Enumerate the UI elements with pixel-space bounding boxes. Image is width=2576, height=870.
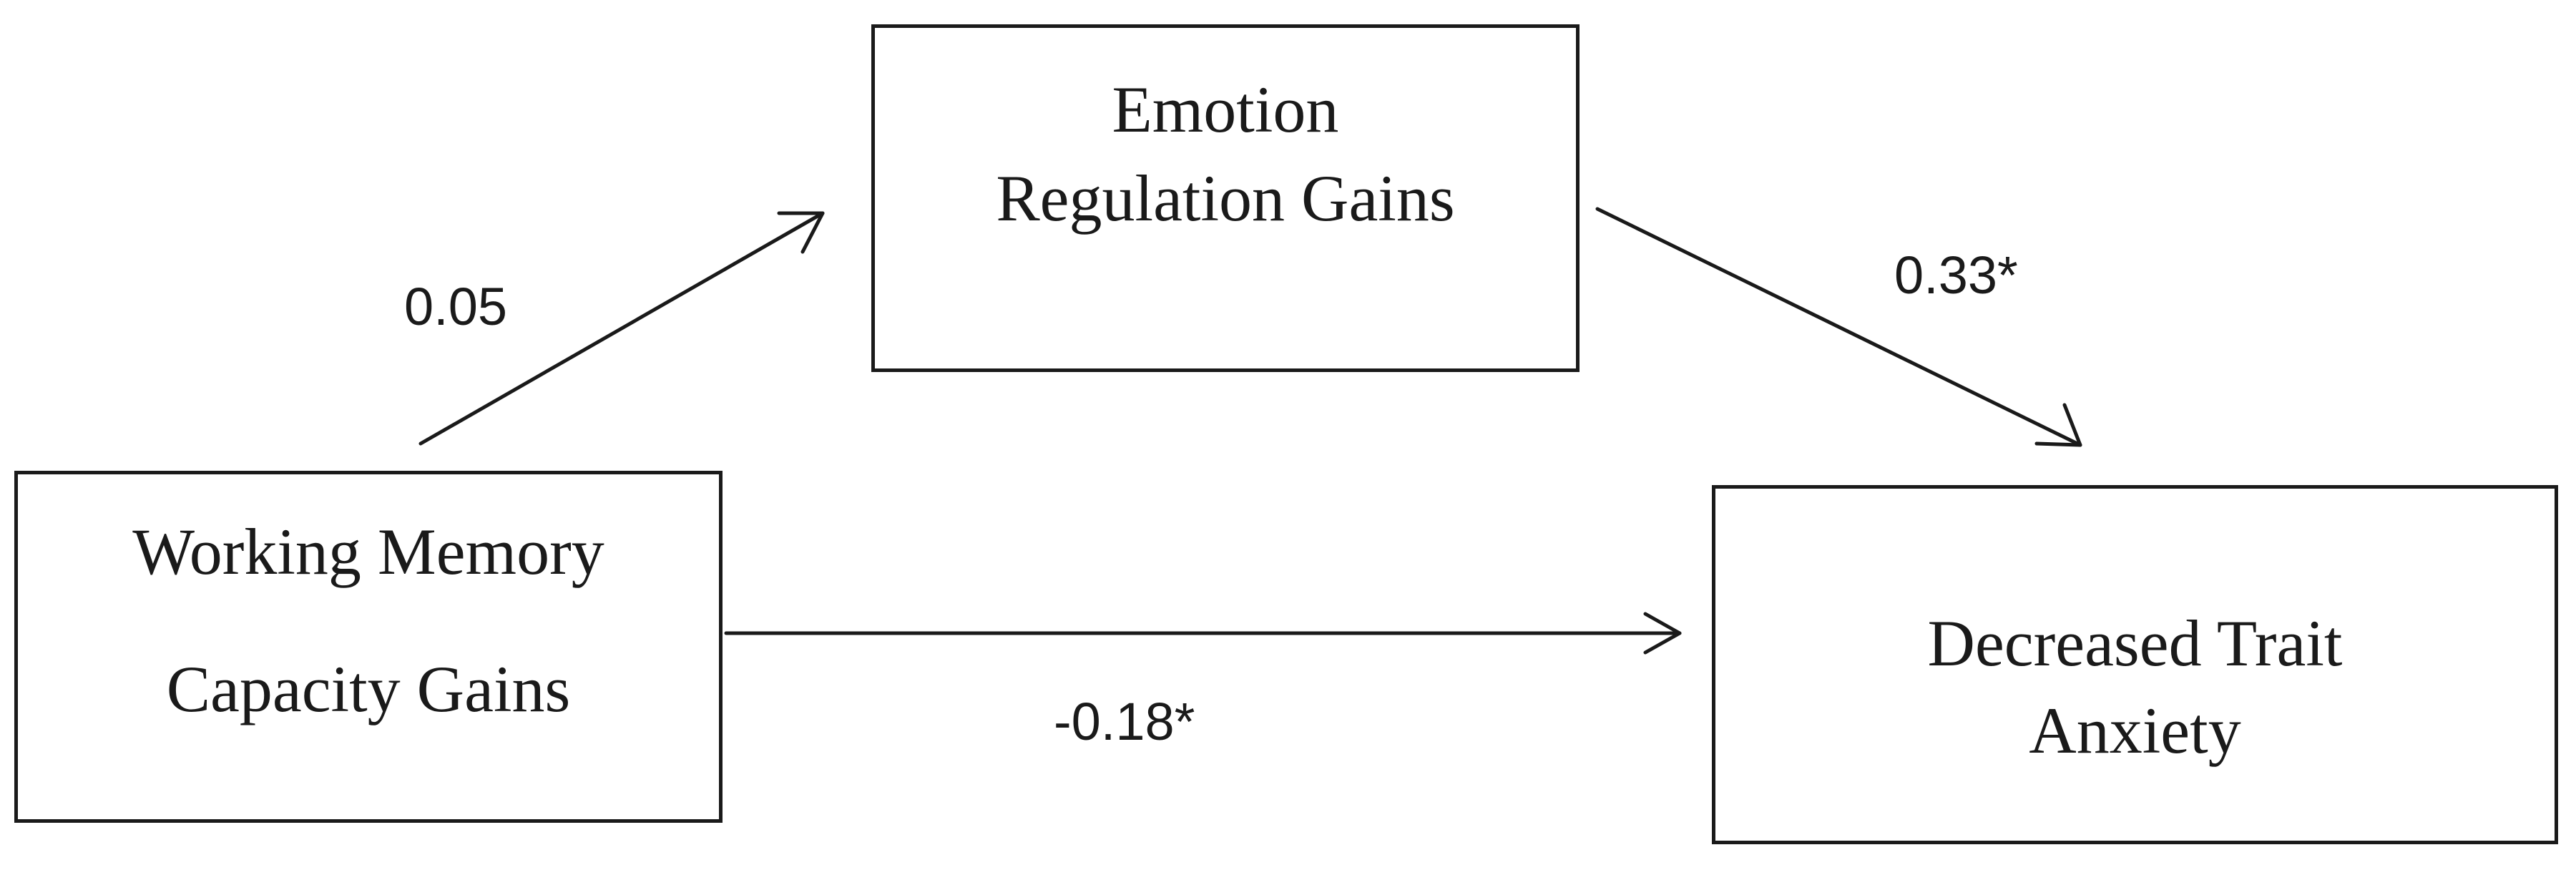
arrow-er-to-anxiety (1595, 207, 2082, 447)
emotion-regulation-box: Emotion Regulation Gains (871, 24, 1580, 372)
working-memory-label-line2: Capacity Gains (166, 652, 571, 725)
arrow-wm-to-er (418, 211, 825, 446)
working-memory-box: Working Memory Capacity Gains (14, 471, 723, 823)
trait-anxiety-box: Decreased Trait Anxiety (1712, 485, 2558, 844)
emotion-regulation-label-line1: Emotion (1112, 73, 1339, 146)
coef-wm-to-anxiety: -0.18* (1054, 692, 1195, 751)
arrow-wm-to-anxiety (724, 612, 1682, 655)
trait-anxiety-label-line1: Decreased Trait (1927, 607, 2343, 680)
trait-anxiety-label-line2: Anxiety (2029, 694, 2241, 767)
emotion-regulation-label-line2: Regulation Gains (996, 162, 1455, 235)
working-memory-label-line1: Working Memory (132, 515, 604, 588)
coef-er-to-anxiety: 0.33* (1894, 245, 2018, 305)
coef-wm-to-er: 0.05 (404, 277, 508, 336)
